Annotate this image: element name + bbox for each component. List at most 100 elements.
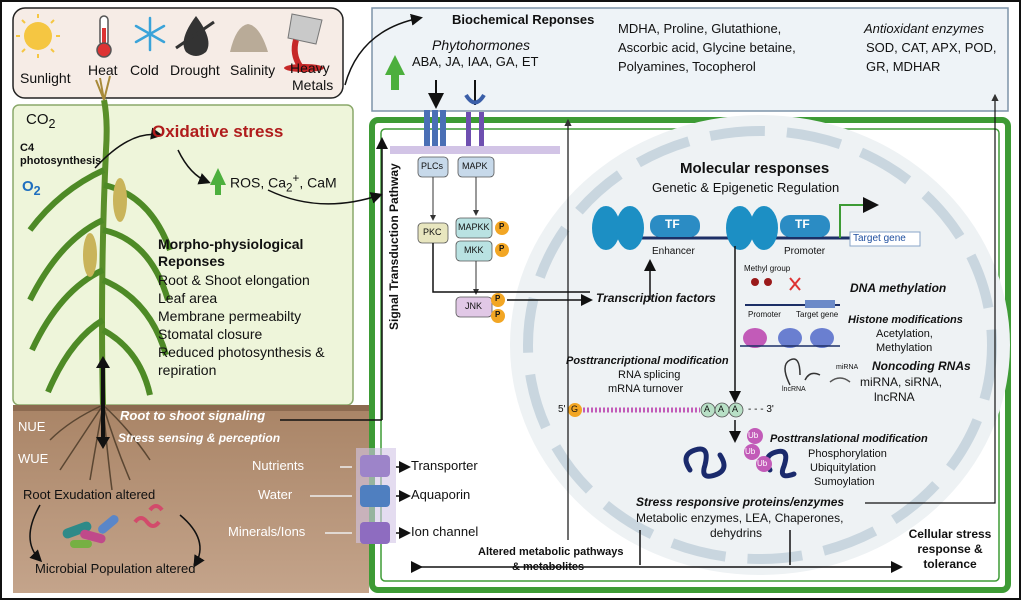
stressor-salinity: Salinity [230, 62, 276, 78]
morpho-title-2: Reponses [158, 253, 225, 269]
sunlight-icon [16, 14, 60, 58]
aquaporin-label: Aquaporin [411, 487, 471, 502]
p-label: P [499, 222, 505, 231]
ros-label: ROS, Ca2+, CaM [230, 172, 337, 195]
phospho-label: Phosphorylation [808, 448, 887, 460]
promoter-small-label: Promoter [748, 310, 781, 319]
mirna-small-label: miRNA [836, 364, 859, 371]
molecular-title: Molecular responses [680, 160, 830, 177]
ub-circle [744, 444, 760, 460]
stressor-cold: Cold [130, 62, 159, 78]
soil-line [13, 405, 369, 411]
target-gene-box [849, 231, 921, 247]
stress-proteins-title: Stress responsive proteins/enzymes [636, 495, 845, 509]
morpho-item: repiration [158, 362, 217, 378]
posttranslational-title: Posttranslational modification [770, 433, 928, 445]
ub-label: Ub [745, 447, 756, 456]
stress-proteins-line-2: dehydrins [710, 526, 763, 540]
lncrna-small-label: lncRNA [782, 386, 806, 393]
jnk-box [455, 296, 493, 318]
p-circle [491, 309, 505, 323]
noncoding-title: Noncoding RNAs [872, 359, 971, 373]
drought-icon [175, 16, 215, 56]
sumo-label: Sumoylation [814, 476, 875, 488]
signal-pathway-label: Signal Transduction Pathway [387, 163, 401, 330]
morpho-title-1: Morpho-physiological [158, 236, 304, 252]
co2-label: CO2 [26, 111, 56, 131]
oxidative-stress: Oxidative stress [152, 122, 284, 141]
mapkk-label: MAPKK [458, 222, 490, 232]
mkk-label: MKK [464, 245, 484, 255]
promoter-label: Promoter [784, 246, 826, 257]
methylation-label: Methylation [876, 342, 933, 354]
cold-icon [134, 16, 166, 52]
ros-up-arrow [210, 168, 226, 195]
biochem-title: Biochemical Reponses [452, 12, 595, 27]
ub-label: Ub [748, 431, 759, 440]
wue-label: WUE [18, 451, 49, 466]
stressor-heat: Heat [88, 62, 118, 78]
metab-line-3: Polyamines, Tocopherol [618, 59, 756, 74]
antioxidant-line-1: SOD, CAT, APX, POD, [866, 40, 997, 55]
p-circle [491, 293, 505, 307]
biochemical-box [371, 7, 1009, 112]
p-circle [495, 243, 509, 257]
dna-methylation-label: DNA methylation [850, 281, 947, 295]
receptor-mapk-icon [464, 80, 486, 150]
p-circle [495, 221, 509, 235]
stressor-box [12, 7, 344, 99]
mkk-box [455, 240, 493, 262]
minerals-label: Minerals/Ions [228, 524, 306, 539]
enhancer-label: Enhancer [652, 246, 695, 257]
acetylation-label: Acetylation, [876, 328, 933, 340]
metab-line-1: MDHA, Proline, Glutathione, [618, 21, 782, 36]
c4-label-2: photosynthesis [20, 155, 102, 167]
morpho-item: Reduced photosynthesis & [158, 344, 325, 360]
rna-splicing-label: RNA splicing [618, 369, 681, 381]
stressor-heavy: Heavy [290, 60, 330, 76]
noncoding-list-1: miRNA, siRNA, [860, 375, 943, 389]
phyto-title: Phytohormones [432, 37, 531, 53]
ubiq-label: Ubiquitylation [810, 462, 877, 474]
ub-circle [756, 456, 772, 472]
noncoding-list-2: lncRNA [874, 390, 915, 404]
microbes-icon [62, 504, 164, 548]
mapk-label: MAPK [462, 161, 488, 171]
five-prime-label: 5' [558, 404, 566, 415]
p-label: P [499, 244, 505, 253]
target-gene-small-label: Target gene [796, 310, 839, 319]
nue-label: NUE [18, 419, 46, 434]
transcription-factors-label: Transcription factors [596, 291, 716, 305]
p-label: P [495, 294, 501, 303]
ncrna-icon [784, 358, 851, 386]
stressor-metals: Metals [292, 77, 334, 93]
morpho-item: Membrane permeabilty [158, 308, 302, 324]
receptor-plc-icon [424, 80, 446, 150]
ub-label: Ub [757, 459, 768, 468]
a-label: A [718, 404, 725, 414]
phyto-list: ABA, JA, IAA, GA, ET [412, 54, 539, 69]
heat-icon [96, 15, 112, 58]
corn-plant-icon [27, 75, 173, 491]
altered-pathways-2: & metabolites [512, 561, 585, 573]
o2-label: O2 [22, 178, 41, 198]
stressor-drought: Drought [170, 62, 220, 78]
mrna-turnover-label: mRNA turnover [608, 383, 684, 395]
p-label: P [495, 310, 501, 319]
methyl-icon [745, 277, 840, 308]
cellular-response-2: response & [917, 542, 983, 556]
jnk-label: JNK [465, 301, 483, 311]
biochem-up-arrow [385, 55, 405, 90]
a-label: A [704, 404, 711, 414]
posttranscriptional-title: Posttrancriptional modification [566, 355, 729, 367]
altered-pathways-1: Altered metabolic pathways [478, 546, 624, 558]
aquaporin-icon [360, 485, 390, 507]
tf-label-2: TF [795, 217, 810, 231]
transporter-label: Transporter [411, 458, 478, 473]
antioxidant-title: Antioxidant enzymes [864, 21, 984, 36]
nutrients-label: Nutrients [252, 458, 305, 473]
microbial-label: Microbial Population altered [35, 561, 196, 576]
stress-sensing-label: Stress sensing & perception [118, 431, 281, 445]
tf-box-2 [780, 215, 830, 237]
